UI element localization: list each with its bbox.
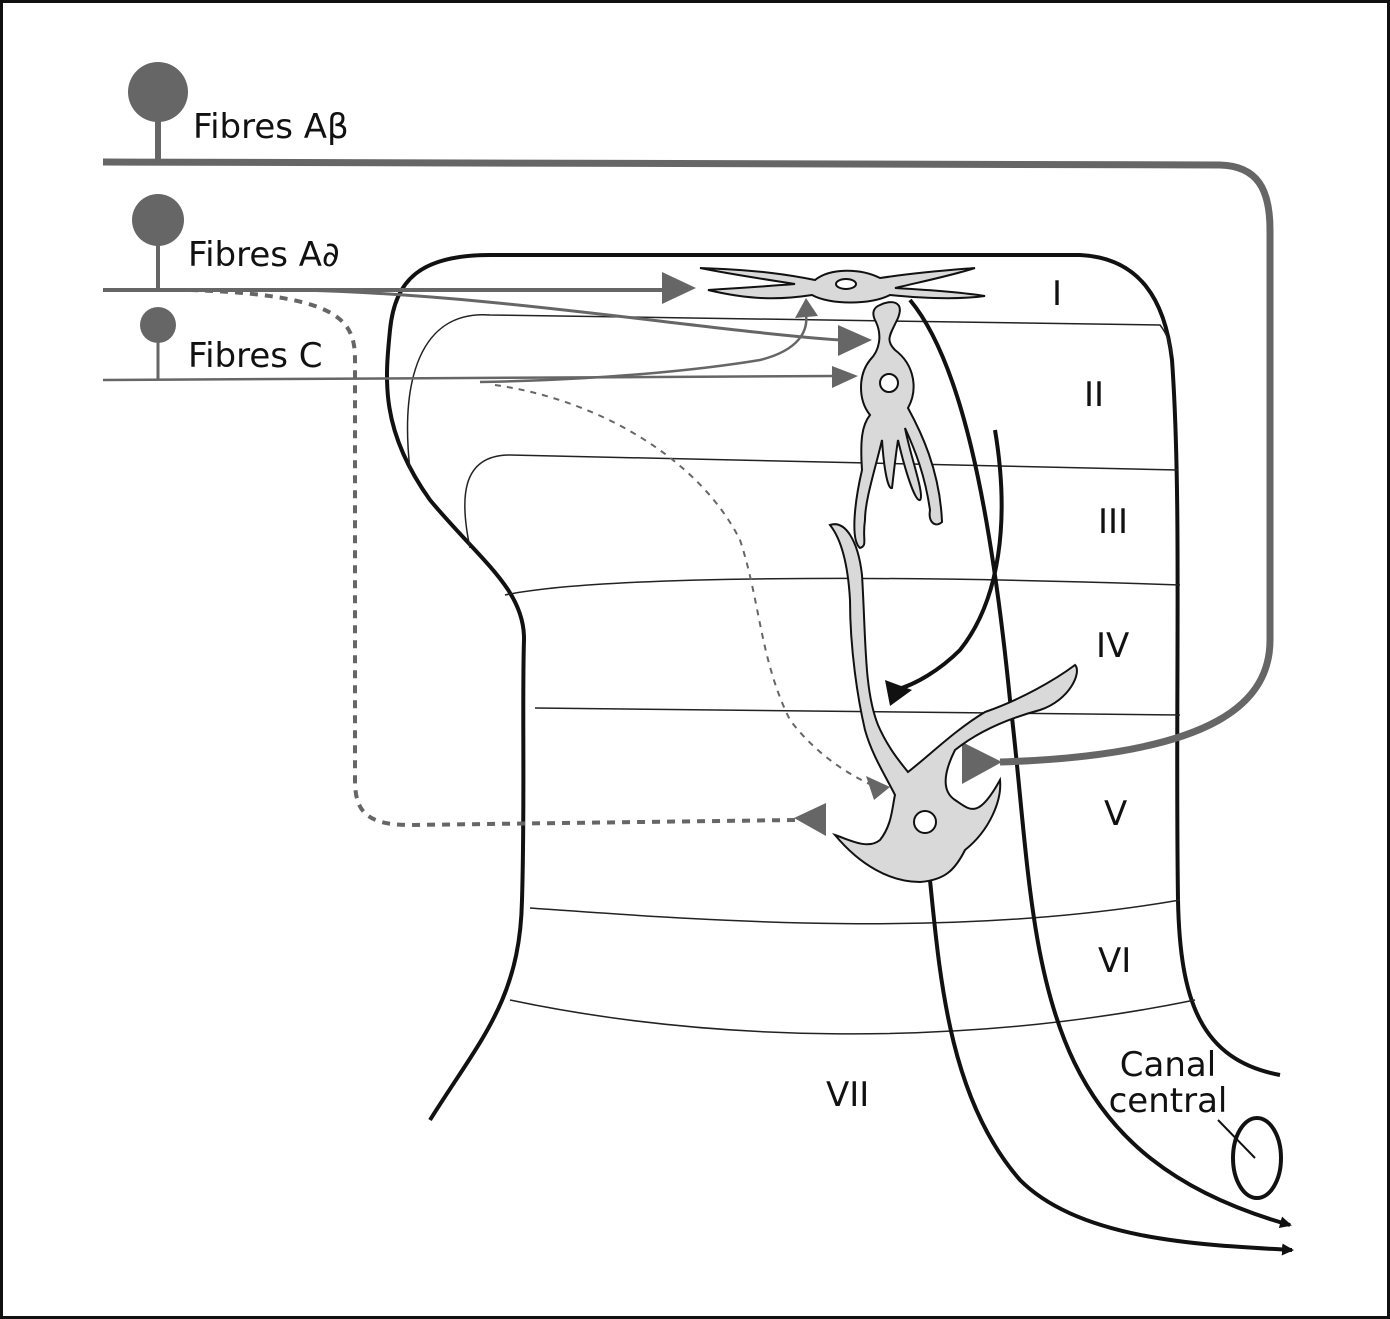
a-delta-terminal-I (662, 272, 696, 304)
label-canal-central: Canal central (1108, 1048, 1228, 1118)
lamina-II-neuron (853, 301, 944, 550)
boundary-VI-VII (509, 999, 1196, 1035)
label-fibres-c: Fibres C (188, 336, 323, 376)
label-lamina-VII: VII (826, 1075, 870, 1115)
c-soma (140, 307, 176, 343)
canal-pointer (1217, 1119, 1256, 1159)
a-beta-terminal (962, 742, 1002, 784)
label-lamina-V: V (1104, 794, 1128, 834)
label-fibres-a-delta: Fibres A∂ (188, 235, 340, 275)
central-canal (1231, 1116, 1283, 1200)
a-delta-terminal-II (838, 325, 872, 356)
c-terminal-II (832, 366, 858, 388)
lamina-boundaries (406, 314, 1196, 1035)
fiber-a-delta (103, 194, 872, 836)
label-lamina-VI: VI (1098, 941, 1132, 981)
a-delta-terminal-V (794, 803, 826, 836)
lamina-I-neuron (699, 267, 986, 304)
label-lamina-II: II (1084, 375, 1105, 415)
a-delta-dashed-collateral (189, 288, 796, 828)
lamina-V-neuron (828, 523, 1078, 884)
label-lamina-I: I (1052, 274, 1063, 314)
boundary-III-IV (504, 577, 1181, 596)
fiber-a-beta (102, 62, 1274, 784)
boundary-V-VI (529, 899, 1181, 925)
projection-axon-lamina-V (928, 879, 1294, 1256)
collateral-axon (894, 429, 1004, 692)
label-lamina-III: III (1098, 502, 1129, 542)
boundary-II-III (464, 454, 1179, 549)
label-fibres-a-beta: Fibres Aβ (193, 107, 349, 147)
collateral-terminal (885, 680, 912, 706)
boundary-I-II (406, 314, 1173, 471)
gray-matter-outline (384, 253, 1281, 1122)
c-terminal-I (795, 298, 818, 318)
c-dashed-collateral (494, 384, 873, 786)
boundary-IV-V (534, 707, 1181, 716)
projection-axon-lamina-I (908, 298, 1292, 1229)
canal-label-line1: Canal (1119, 1045, 1217, 1085)
c-terminal-V (866, 776, 890, 800)
a-delta-soma (132, 194, 184, 246)
fiber-c (102, 298, 890, 800)
a-beta-soma (128, 62, 188, 122)
label-lamina-IV: IV (1096, 626, 1130, 666)
canal-label-line2: central (1108, 1081, 1228, 1121)
